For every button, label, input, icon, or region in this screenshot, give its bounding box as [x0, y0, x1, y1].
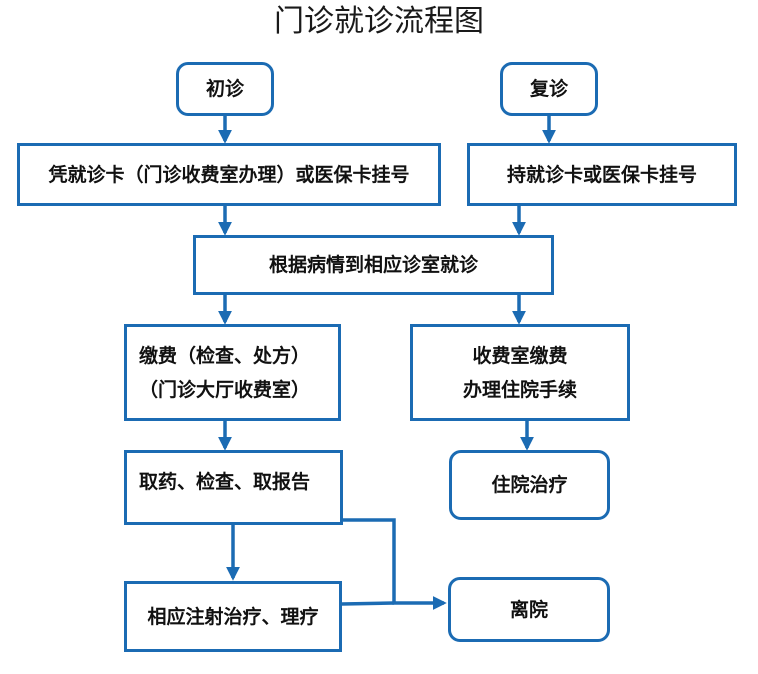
- page-title: 门诊就诊流程图: [274, 4, 484, 39]
- admission-label-line1: 收费室缴费: [472, 344, 568, 367]
- first-visit-node: 初诊: [176, 62, 274, 116]
- admission-label-line2: 办理住院手续: [462, 378, 577, 401]
- consult-node: 根据病情到相应诊室就诊: [193, 235, 554, 295]
- inpatient-node: 住院治疗: [449, 450, 610, 520]
- arrow-medicine-to-leave: [343, 518, 447, 610]
- payment-label-line1: 缴费（检查、处方）: [139, 344, 311, 367]
- register-card-label: 凭就诊卡（门诊收费室办理）或医保卡挂号: [48, 163, 410, 186]
- first-visit-label: 初诊: [205, 78, 244, 100]
- register-hold-label: 持就诊卡或医保卡挂号: [506, 163, 697, 186]
- return-visit-label: 复诊: [529, 78, 568, 100]
- return-visit-node: 复诊: [500, 62, 598, 116]
- payment-node: 缴费（检查、处方） （门诊大厅收费室）: [124, 324, 341, 421]
- therapy-node: 相应注射治疗、理疗: [124, 581, 342, 652]
- leave-node: 离院: [448, 577, 610, 642]
- therapy-label: 相应注射治疗、理疗: [147, 605, 319, 628]
- inpatient-label: 住院治疗: [491, 474, 568, 496]
- medicine-node: 取药、检查、取报告: [124, 450, 343, 525]
- medicine-label: 取药、检查、取报告: [139, 471, 311, 493]
- leave-label: 离院: [509, 598, 548, 621]
- line-therapy-to-leave: [341, 601, 395, 606]
- payment-label-line2: （门诊大厅收费室）: [139, 378, 311, 401]
- register-card-node: 凭就诊卡（门诊收费室办理）或医保卡挂号: [17, 143, 441, 206]
- consult-label: 根据病情到相应诊室就诊: [268, 254, 478, 276]
- admission-node: 收费室缴费 办理住院手续: [410, 324, 630, 421]
- register-hold-node: 持就诊卡或医保卡挂号: [467, 143, 737, 206]
